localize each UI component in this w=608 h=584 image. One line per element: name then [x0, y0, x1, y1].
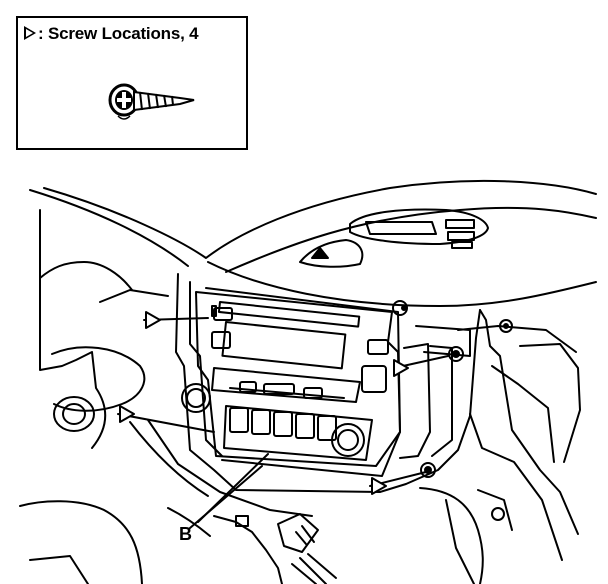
screw-legend-box: : Screw Locations, 4 [16, 16, 248, 150]
legend-label: : Screw Locations, 4 [38, 24, 199, 43]
screw-icon [108, 83, 195, 120]
triangle-pointer-icon [24, 26, 36, 40]
legend-text: : Screw Locations, 4 [24, 24, 199, 44]
callout-b-label: B [179, 524, 192, 544]
radio-removal-illustration [19, 179, 597, 584]
